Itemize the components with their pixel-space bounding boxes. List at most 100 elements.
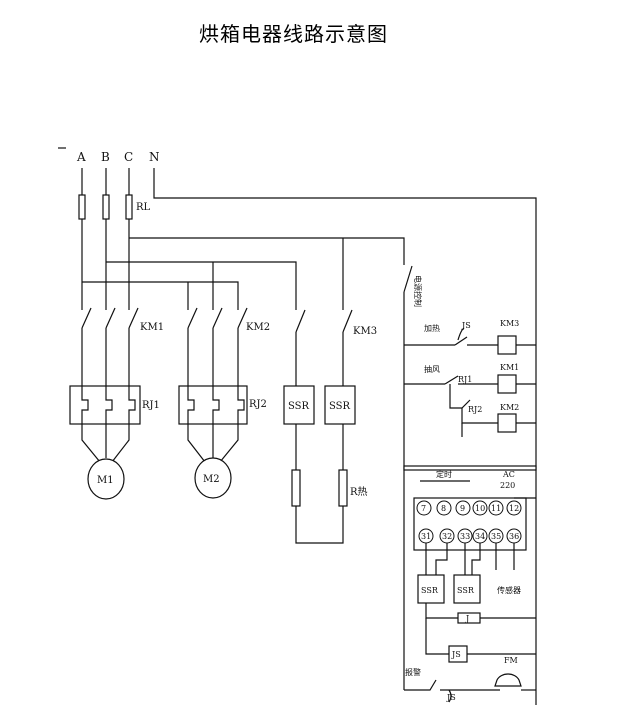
power-switch [403,265,413,293]
terminal-31-label: 31 [421,532,431,541]
phase-c-label: C [124,150,133,164]
ssr-label-2: SSR [329,401,351,412]
rj1-small-label: RJ1 [458,375,472,384]
rl-label: RL [136,202,151,213]
terminal-36-label: 36 [509,532,519,541]
fuse-b [102,194,110,220]
j-relay [457,612,481,624]
ssr1-wire-b [435,543,448,575]
controller-top-bar [403,465,537,471]
km2-coil [497,413,517,433]
km3-coil [497,335,517,355]
terminal-row-bottom: 31 32 33 34 35 36 [418,528,522,544]
v220-label: 220 [500,481,515,490]
j-wire [425,603,536,619]
rj1-label: RJ1 [142,400,160,411]
motor1-branch: KM1 RJ1 M1 [69,282,164,500]
phase-a-label: A [76,150,86,164]
terminal-12 [506,500,522,516]
js-coil-label: JS [451,650,461,659]
ssr2-wire-b [471,543,481,575]
rj2-label: RJ2 [249,399,267,410]
timer-label: 定时 [436,469,452,479]
rj1-element-a [81,386,89,424]
terminal-35-label: 35 [491,532,501,541]
heater-element-1 [291,469,301,507]
rj1-element-c [128,386,136,424]
rj2-small-label: RJ2 [468,405,482,414]
js-wire-1 [425,618,449,655]
m2-lead-a [187,424,206,463]
rj2-element-b [212,386,220,424]
km3-label: KM3 [353,326,377,337]
km3-coil-label: KM3 [500,319,519,328]
km2-label: KM2 [246,322,270,333]
motor-m2 [194,457,232,499]
rj2-element-a [187,386,195,424]
ssr-box-2 [324,385,356,425]
sensor-label: 传感器 [497,585,521,595]
bus-c [129,237,405,260]
km1-coil-label: KM1 [500,363,519,372]
alarm-switch [404,679,437,691]
js-alarm-contact [448,689,452,703]
terminal-9-label: 9 [460,504,465,513]
j-label: J [465,614,469,623]
terminal-12-label: 12 [509,504,519,513]
terminal-8 [436,500,452,516]
heater-return [295,506,344,544]
power-ctrl-label: 电源控制 [413,275,423,307]
fm-label: FM [504,656,518,665]
ssr-label-1: SSR [288,401,310,412]
km1-label: KM1 [140,322,164,333]
terminal-7-label: 7 [421,504,426,513]
ssr-control-label-2: SSR [457,586,475,595]
fuse-c [125,194,133,220]
terminal-33-label: 33 [460,532,470,541]
m2-label: M2 [203,474,220,485]
km1-contact-a [81,307,92,329]
ssr-control-label-1: SSR [421,586,439,595]
js-label-top: JS [461,321,471,330]
motor-m1 [87,458,125,500]
terminal-11 [488,500,504,516]
km2-coil-label: KM2 [500,403,519,412]
buzzer-fm [494,673,522,687]
terminal-32-label: 32 [442,532,452,541]
m1-lead-c [111,424,130,463]
ssr-control-box-1 [417,574,445,604]
m1-label: M1 [97,475,114,486]
heat-label: 加热 [424,323,440,333]
heater-branch: KM3 SSR SSR R热 [283,309,377,544]
phase-n-label: N [149,150,160,164]
terminal-9 [455,500,471,516]
bus-lines [82,237,405,310]
terminal-8-label: 8 [441,504,446,513]
heat-switch [454,336,468,346]
js-contact-arc [457,327,465,341]
km3-contact-b [342,309,353,333]
bus-a [82,281,239,310]
terminal-10-label: 10 [475,504,485,513]
terminal-11-label: 11 [491,504,501,513]
km2-contact-c [237,307,248,329]
ssr-box-1 [283,385,315,425]
km2-contact-b [212,307,223,329]
terminal-10 [472,500,488,516]
rj2-element-c [237,386,245,424]
heater-element-2 [338,469,348,507]
fuse-a [78,194,86,220]
ssr-control-box-2 [453,574,481,604]
km1-contact-c [128,307,139,329]
rj1-element-b [105,386,113,424]
motor2-branch: KM2 RJ2 M2 [178,307,270,499]
phase-b-label: B [101,150,110,164]
fan-switch [444,375,459,385]
terminal-row-top: 7 8 9 10 11 12 [416,500,522,516]
km2-contact-a [187,307,198,329]
ac-label: AC [502,470,515,479]
terminal-34-label: 34 [475,532,485,541]
bus-b [106,261,297,310]
m2-lead-c [219,424,239,463]
js-label-bottom: JS [446,693,456,702]
